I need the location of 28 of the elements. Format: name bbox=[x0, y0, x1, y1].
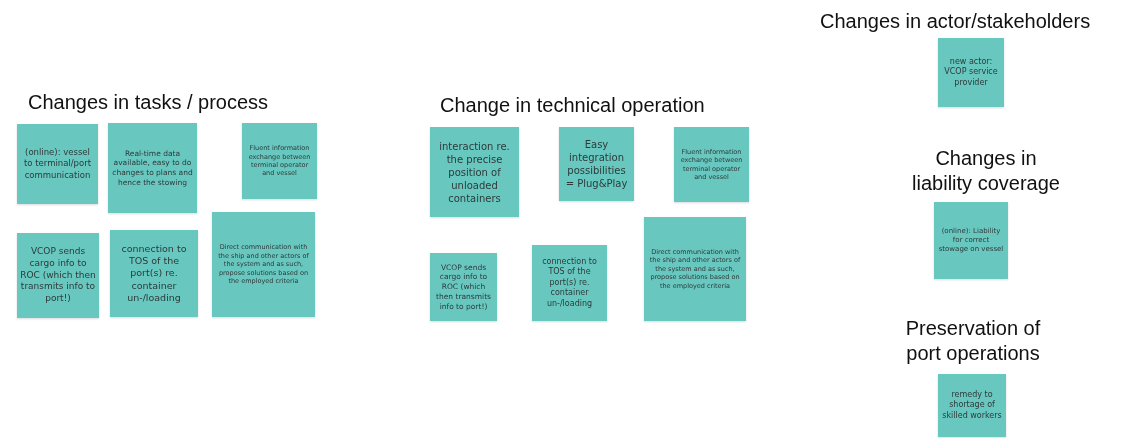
note-text: connection to TOS of the port(s) re. container un-/loading bbox=[120, 242, 188, 305]
sticky-note bbox=[644, 217, 746, 321]
note-text: (online): vessel to terminal/port communication bbox=[23, 147, 92, 181]
note-text: connection to TOS of the port(s) re. container un-/loading bbox=[541, 257, 598, 309]
note-text: interaction re. the precise position of unloaded containers bbox=[438, 139, 511, 205]
note-text: new actor: VCOP service provider bbox=[943, 56, 999, 89]
note-text: Easy integration possibilities = Plug&Play bbox=[564, 138, 629, 190]
sticky-note bbox=[212, 212, 315, 317]
group-heading: Change in technical operation bbox=[440, 93, 705, 118]
note-text: VCOP sends cargo info to ROC (which then transmits info to port!) bbox=[20, 246, 96, 305]
group-heading: Changes in tasks / process bbox=[28, 90, 269, 115]
group-heading: Preservation of port operations bbox=[904, 316, 1042, 366]
sticky-note bbox=[430, 253, 497, 321]
sticky-note bbox=[108, 123, 197, 213]
sticky-note bbox=[674, 127, 749, 202]
sticky-note bbox=[938, 374, 1006, 437]
sticky-note bbox=[938, 38, 1004, 107]
sticky-note bbox=[110, 230, 198, 317]
sticky-note bbox=[242, 123, 317, 199]
sticky-note bbox=[934, 202, 1008, 279]
group-heading: Changes in actor/stakeholders bbox=[820, 9, 1091, 34]
sticky-note bbox=[17, 233, 99, 318]
sticky-note bbox=[532, 245, 607, 321]
group-heading: Changes in liability coverage bbox=[911, 146, 1061, 196]
sticky-note bbox=[559, 127, 634, 201]
sticky-note bbox=[17, 124, 98, 204]
note-text: remedy to shortage of skilled workers bbox=[941, 389, 1003, 422]
sticky-note bbox=[430, 127, 519, 217]
